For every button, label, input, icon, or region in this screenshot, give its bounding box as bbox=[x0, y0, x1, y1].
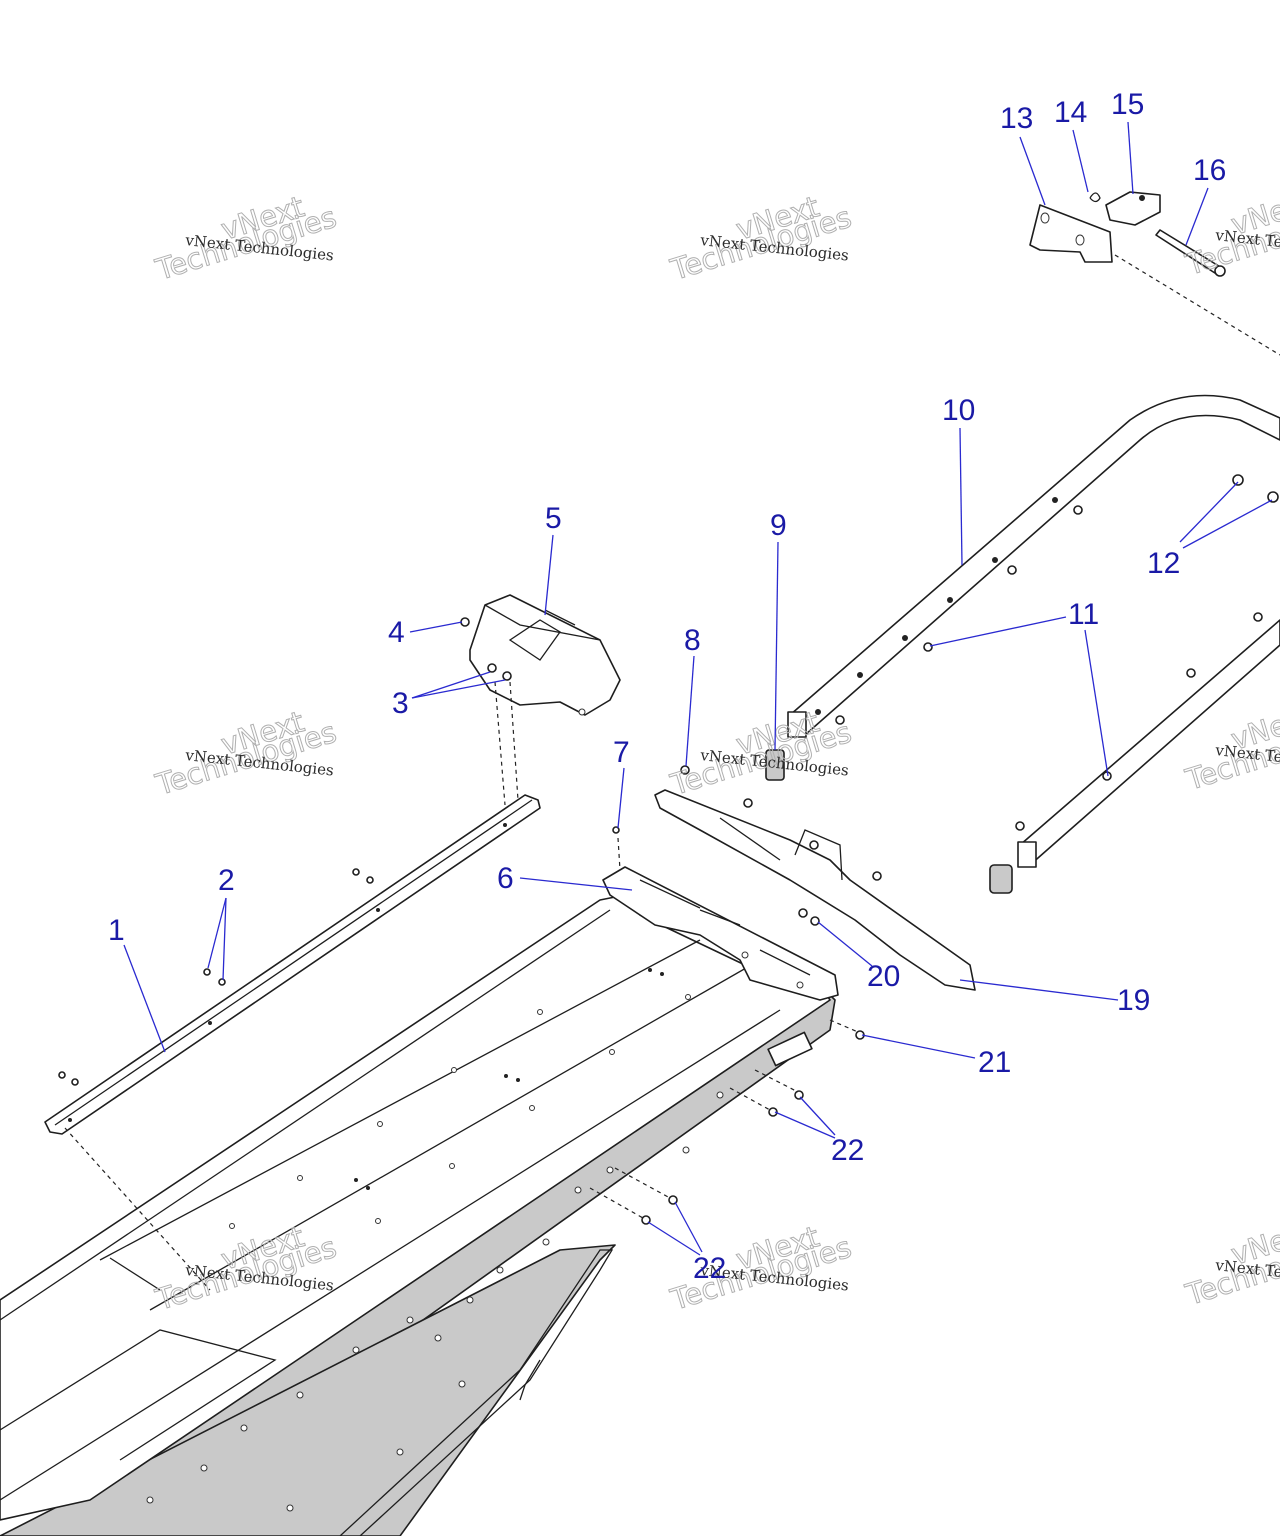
watermark-2: vNext Technologies vNext Technologies bbox=[666, 189, 856, 288]
callout-20: 20 bbox=[867, 960, 900, 993]
part-10-handle bbox=[787, 394, 1280, 868]
tunnel-assembly bbox=[0, 894, 836, 1536]
part-14-clip bbox=[1089, 192, 1101, 203]
callout-8: 8 bbox=[684, 624, 701, 657]
side-panel-holes bbox=[146, 1091, 724, 1512]
callout-15: 15 bbox=[1111, 88, 1144, 121]
end-cap bbox=[989, 864, 1013, 894]
handle-end-left bbox=[787, 711, 807, 738]
callout-7: 7 bbox=[613, 736, 630, 769]
callout-4: 4 bbox=[388, 616, 405, 649]
part-19-plate bbox=[654, 789, 976, 991]
deck-holes bbox=[229, 968, 691, 1229]
watermark-7: vNext Technologies vNext Technologies bbox=[1181, 184, 1280, 283]
callout-11: 11 bbox=[1068, 598, 1099, 631]
callout-5: 5 bbox=[545, 502, 562, 535]
assembly-lines bbox=[64, 254, 1280, 1291]
callouts: 1 2 3 4 5 6 7 8 9 10 11 12 13 14 15 16 1… bbox=[108, 88, 1226, 1285]
callout-14: 14 bbox=[1054, 96, 1087, 129]
tunnel-lower-side bbox=[0, 1244, 616, 1536]
fastener-4 bbox=[460, 617, 470, 627]
callout-16: 16 bbox=[1193, 154, 1226, 187]
handle-end-right bbox=[1017, 841, 1037, 868]
watermark-3: vNext Technologies vNext Technologies bbox=[151, 704, 341, 803]
part-6-bracket bbox=[602, 866, 839, 1001]
callout-12: 12 bbox=[1147, 547, 1180, 580]
callout-19: 19 bbox=[1117, 984, 1150, 1017]
part-5-cover bbox=[469, 594, 621, 716]
end-plate-slot bbox=[767, 1031, 813, 1067]
callout-9: 9 bbox=[770, 509, 787, 542]
part-13-hinge-bracket bbox=[1029, 204, 1113, 263]
callout-22a: 22 bbox=[831, 1134, 864, 1167]
part-15-hinge-cap bbox=[1105, 191, 1161, 226]
callout-21: 21 bbox=[978, 1046, 1011, 1079]
callout-2: 2 bbox=[218, 864, 235, 897]
watermark-4: vNext Technologies vNext Technologies bbox=[666, 704, 856, 803]
watermark-1: vNext Technologies vNext Technologies bbox=[151, 189, 341, 288]
watermark-9: vNext Technologies vNext Technologies bbox=[1181, 1214, 1280, 1313]
callout-22b: 22 bbox=[693, 1252, 726, 1285]
fasteners bbox=[58, 474, 1279, 1225]
hinge-assembly bbox=[1029, 191, 1226, 277]
leader-lines bbox=[123, 121, 1273, 1256]
callout-13: 13 bbox=[1000, 102, 1033, 135]
callout-3: 3 bbox=[392, 687, 409, 720]
part-1-rail bbox=[44, 794, 541, 1135]
callout-10: 10 bbox=[942, 394, 975, 427]
callout-1: 1 bbox=[108, 914, 125, 947]
callout-6: 6 bbox=[497, 862, 514, 895]
